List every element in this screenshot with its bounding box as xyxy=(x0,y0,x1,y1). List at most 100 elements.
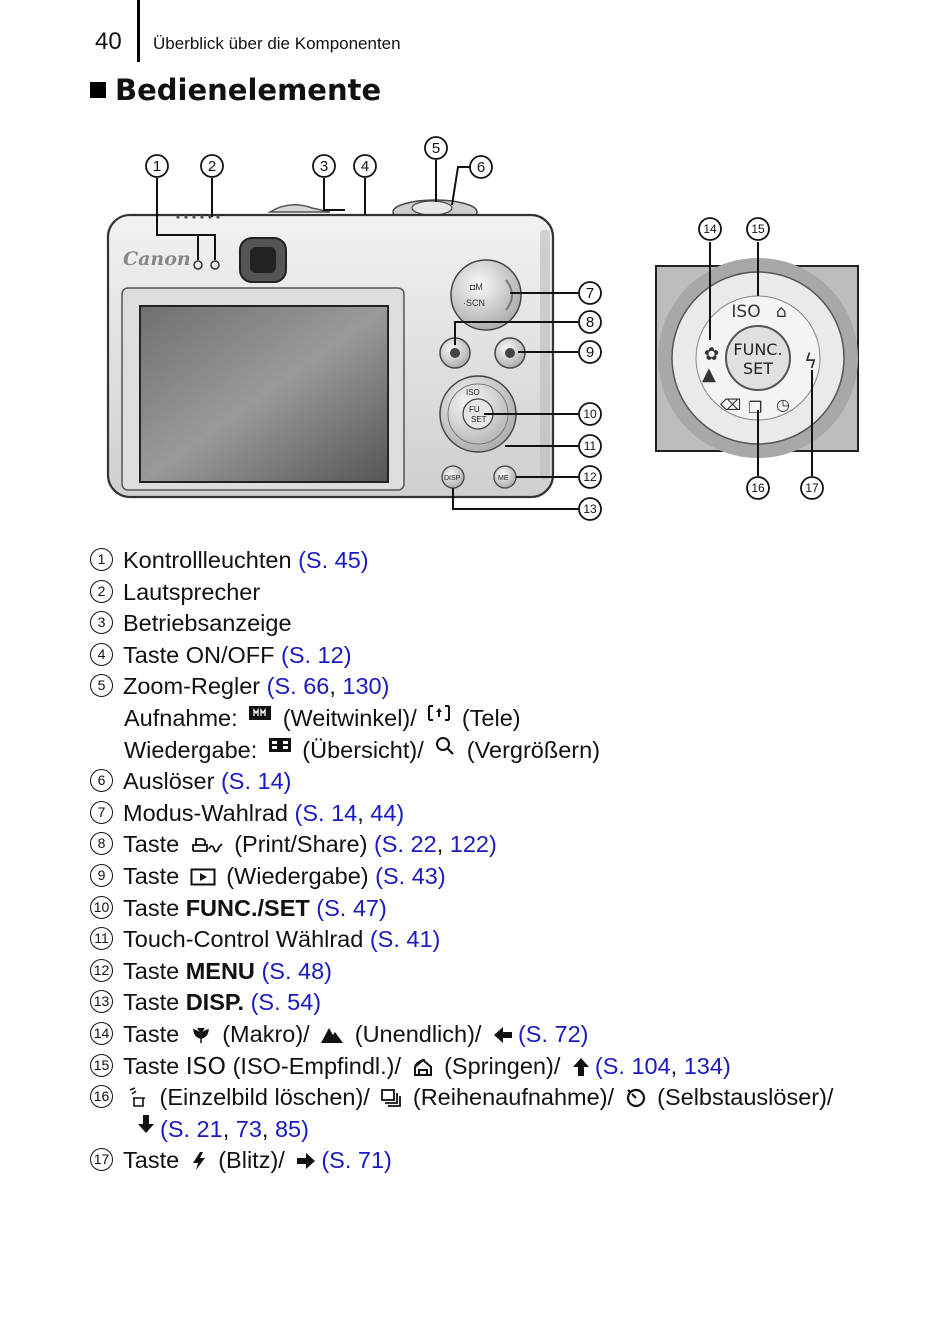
legend-item-6: 6 Auslöser (S. 14) xyxy=(90,766,920,798)
legend-item-5-playback: Wiedergabe: (Übersicht)/ (Vergrößern) xyxy=(124,736,601,763)
legend-item-11: 11 Touch-Control Wählrad (S. 41) xyxy=(90,924,920,956)
index-view-icon xyxy=(268,737,291,752)
magnify-icon xyxy=(436,736,455,755)
svg-text:SET: SET xyxy=(743,359,773,378)
page-ref-link[interactable]: 44) xyxy=(370,799,405,826)
callout-12: 12 xyxy=(578,465,602,489)
component-legend: 1 Kontrollleuchten (S. 45) 2 Lautspreche… xyxy=(90,545,920,1177)
indicator-lamp-2 xyxy=(210,260,220,270)
arrow-down-icon xyxy=(138,1114,154,1133)
page-ref-link[interactable]: (S. 54) xyxy=(250,989,322,1016)
brand-logo: Canon xyxy=(123,248,191,270)
number-badge: 6 xyxy=(90,769,113,793)
page-ref-link[interactable]: (S. 22 xyxy=(373,831,437,858)
page-ref-link[interactable]: 73 xyxy=(235,1115,262,1142)
number-badge: 10 xyxy=(90,895,113,919)
arrow-up-icon xyxy=(572,1057,589,1076)
arrow-left-icon xyxy=(493,1026,512,1043)
callout-14: 14 xyxy=(698,217,722,241)
camera-diagram: Canon ◘M ·SCN FU SET ISO DISP ME xyxy=(106,136,859,521)
telephoto-icon xyxy=(428,704,451,721)
callout-5: 5 xyxy=(424,136,448,160)
number-badge: 17 xyxy=(90,1148,113,1172)
lcd-screen xyxy=(139,305,389,483)
callout-16: 16 xyxy=(746,476,770,500)
number-badge: 15 xyxy=(90,1053,113,1077)
page-ref-link[interactable]: (S. 45) xyxy=(298,547,369,573)
shutter-button xyxy=(411,200,453,216)
page-ref-link[interactable]: (S. 66 xyxy=(266,673,330,700)
number-badge: 13 xyxy=(90,990,113,1014)
macro-icon xyxy=(192,1027,209,1043)
svg-text:7: 7 xyxy=(586,285,594,302)
svg-text:❐: ❐ xyxy=(748,398,762,417)
indicator-lamp-1 xyxy=(193,260,203,270)
svg-text:ϟ: ϟ xyxy=(804,349,817,373)
section-title-text: Bedienelemente xyxy=(115,73,382,107)
number-badge: 11 xyxy=(90,927,113,951)
page-ref-link[interactable]: (S. 14) xyxy=(220,768,292,795)
svg-text:9: 9 xyxy=(586,344,594,361)
callout-17: 17 xyxy=(800,476,824,500)
page-ref-link[interactable]: (S. 47) xyxy=(316,894,387,921)
legend-item-7: 7 Modus-Wahlrad (S. 14, 44) xyxy=(90,798,920,830)
page-ref-link[interactable]: (S. 41) xyxy=(369,926,441,953)
number-badge: 9 xyxy=(90,863,113,887)
number-badge: 12 xyxy=(90,958,113,982)
page-ref-link[interactable]: (S. 48) xyxy=(261,957,332,984)
legend-item-10: 10 Taste FUNC./SET (S. 47) xyxy=(90,893,920,925)
mode-scn-label: ·SCN xyxy=(463,298,485,308)
callout-7: 7 xyxy=(578,281,602,305)
page-ref-link[interactable]: 130) xyxy=(342,673,390,700)
square-bullet-icon xyxy=(90,82,106,98)
svg-text:◘M: ◘M xyxy=(470,282,483,292)
number-badge: 8 xyxy=(90,832,113,856)
number-badge: 4 xyxy=(90,642,113,666)
svg-text:FUNC.: FUNC. xyxy=(733,340,782,359)
page-ref-link[interactable]: (S. 21 xyxy=(160,1115,223,1142)
svg-text:13: 13 xyxy=(583,502,597,516)
func-set-button-detail xyxy=(725,325,791,391)
erase-icon xyxy=(129,1087,145,1107)
svg-text:12: 12 xyxy=(583,470,597,484)
continuous-shooting-icon xyxy=(381,1089,402,1107)
svg-text:FU: FU xyxy=(469,405,480,414)
page-ref-link[interactable]: (S. 72) xyxy=(517,1020,589,1047)
page-ref-link[interactable]: (S. 12) xyxy=(281,641,352,668)
jump-icon xyxy=(413,1058,432,1076)
page-ref-link[interactable]: 122) xyxy=(449,831,497,858)
svg-text:3: 3 xyxy=(320,158,328,175)
svg-text:5: 5 xyxy=(432,140,440,157)
legend-item-8: 8 Taste (Print/Share) (S. 22, 122) xyxy=(90,829,920,861)
svg-text:ME: ME xyxy=(498,475,509,482)
page-ref-link[interactable]: 134) xyxy=(683,1052,731,1079)
legend-item-9: 9 Taste (Wiedergabe) (S. 43) xyxy=(90,861,920,893)
callout-10: 10 xyxy=(578,402,602,426)
page-ref-link[interactable]: (S. 71) xyxy=(321,1147,392,1174)
number-badge: 3 xyxy=(90,611,113,635)
callout-8: 8 xyxy=(578,310,602,334)
page-ref-link[interactable]: 85) xyxy=(274,1115,309,1142)
page-number: 40 xyxy=(95,28,122,55)
svg-text:17: 17 xyxy=(805,481,819,495)
arrow-right-icon xyxy=(297,1153,316,1170)
page-ref-link[interactable]: (S. 43) xyxy=(375,862,446,889)
number-badge: 7 xyxy=(90,800,113,824)
page-ref-link[interactable]: (S. 14 xyxy=(294,799,358,826)
callout-15: 15 xyxy=(746,217,770,241)
page-ref-link[interactable]: (S. 104 xyxy=(594,1052,671,1079)
infinity-mountain-icon xyxy=(321,1027,344,1043)
svg-text:✿: ✿ xyxy=(704,344,719,365)
legend-item-5: 5 Zoom-Regler (S. 66, 130) xyxy=(90,671,920,703)
legend-item-3: 3 Betriebsanzeige xyxy=(90,608,920,640)
number-badge: 2 xyxy=(90,579,113,603)
section-title: Bedienelemente xyxy=(90,73,381,107)
svg-text:DISP: DISP xyxy=(444,475,461,482)
svg-text:16: 16 xyxy=(751,481,765,495)
number-badge: 16 xyxy=(90,1085,113,1109)
legend-item-16: 16 (Einzelbild löschen)/ (Reihenaufnahme… xyxy=(90,1082,920,1114)
number-badge: 14 xyxy=(90,1021,113,1045)
wide-angle-icon xyxy=(249,705,272,720)
svg-text:2: 2 xyxy=(208,158,216,175)
svg-text:6: 6 xyxy=(477,159,485,176)
